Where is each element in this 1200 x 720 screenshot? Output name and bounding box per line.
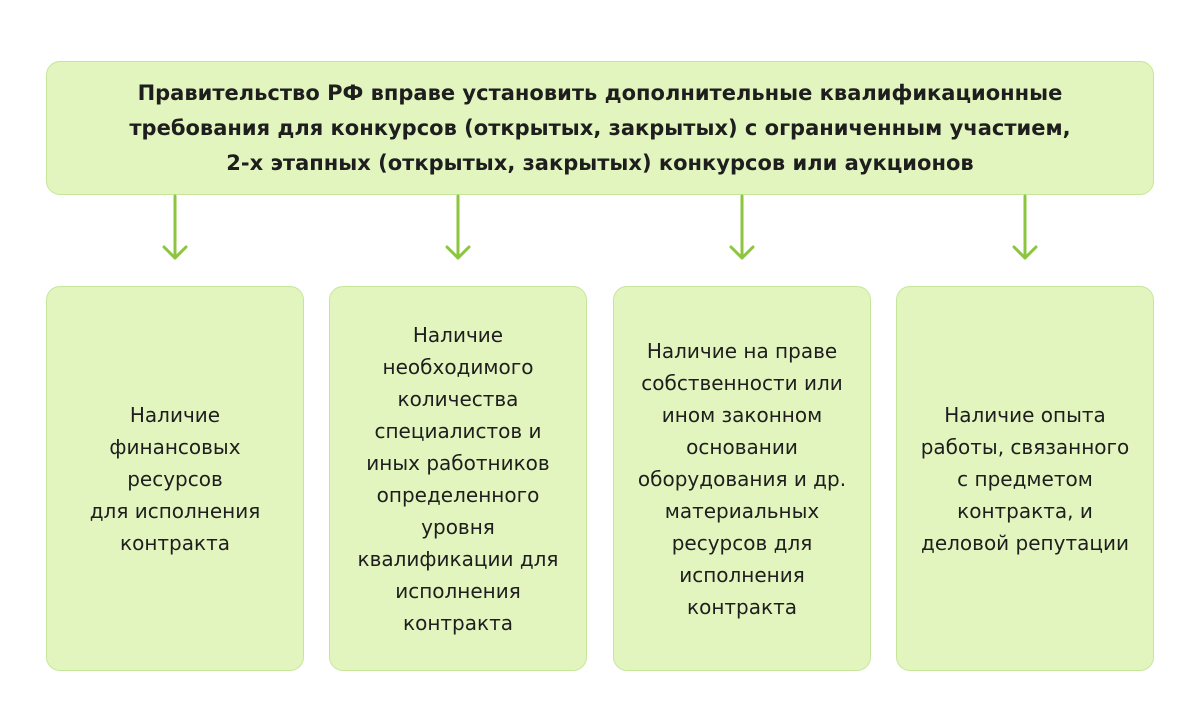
- card-text: Наличие необходимого количества специали…: [357, 322, 559, 635]
- card-text: Наличие опыта работы, связанного с предм…: [920, 402, 1130, 555]
- arrow-down-icon: [162, 194, 188, 260]
- requirement-card-equipment: Наличие на праве собственности или ином …: [613, 286, 871, 671]
- requirement-card-specialists: Наличие необходимого количества специали…: [329, 286, 587, 671]
- requirement-card-financial-resources: Наличие финансовых ресурсов для исполнен…: [46, 286, 304, 671]
- card-text: Наличие финансовых ресурсов для исполнен…: [89, 402, 261, 555]
- arrow-down-icon: [729, 194, 755, 260]
- requirement-card-experience: Наличие опыта работы, связанного с предм…: [896, 286, 1154, 671]
- arrow-down-icon: [445, 194, 471, 260]
- arrow-down-icon: [1012, 194, 1038, 260]
- card-text: Наличие на праве собственности или ином …: [637, 338, 847, 619]
- header-box: Правительство РФ вправе установить допол…: [46, 61, 1154, 195]
- header-text: Правительство РФ вправе установить допол…: [129, 80, 1071, 175]
